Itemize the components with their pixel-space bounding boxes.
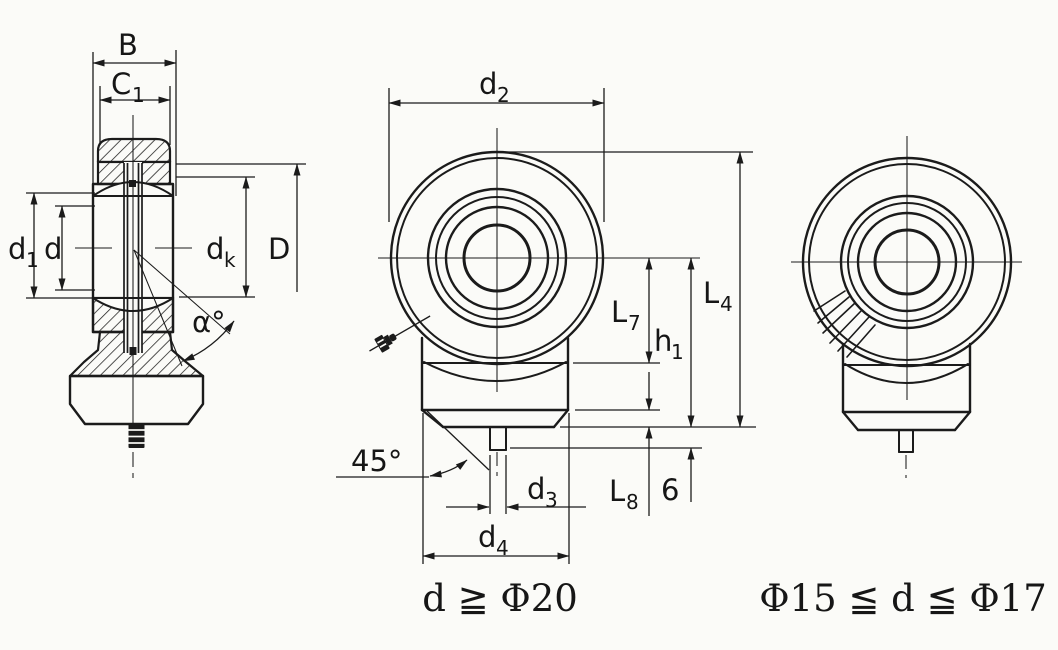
dim-label-dk-sub: k: [224, 248, 236, 272]
dim-label-C1-sub: 1: [132, 83, 145, 107]
section-view: B C 1 d 1 d d k D α°: [8, 28, 306, 478]
dim-label-h1-sub: 1: [671, 340, 684, 364]
bore-lines: [123, 163, 143, 353]
front-view-small: [791, 136, 1022, 478]
dim-label-d: d: [44, 232, 62, 266]
caption-middle-view: d ≧ Φ20: [422, 577, 578, 620]
base-block: [68, 374, 205, 426]
dim-label-L4-base: L: [703, 276, 719, 310]
section-dimensions: [26, 50, 306, 299]
dim-label-L8-sub: 8: [626, 490, 639, 514]
front-small-centerlines: [791, 136, 1022, 478]
caption-right-view: Φ15 ≦ d ≦ Φ17: [759, 577, 1047, 620]
dim-label-L8-base: L: [609, 474, 625, 508]
front-large-dimensions: [336, 88, 756, 564]
dim-label-d1-sub: 1: [26, 248, 39, 272]
body-outline: [420, 336, 570, 451]
dim-label-L7-sub: 7: [628, 311, 641, 335]
dim-label-d3-sub: 3: [545, 488, 558, 512]
dim-label-d4-base: d: [478, 520, 496, 554]
dim-label-alpha: α°: [192, 305, 226, 339]
dim-label-d3-base: d: [527, 472, 545, 506]
dim-label-d1-base: d: [8, 232, 26, 266]
dim-label-d2-base: d: [479, 67, 497, 101]
alpha-angle-annotation: [133, 249, 235, 367]
dim-label-h1-base: h: [654, 324, 672, 358]
dim-label-L4-sub: 4: [720, 292, 733, 316]
dim-label-d4-sub: 4: [496, 536, 509, 560]
front-view-large: d 2 L 7 h 1 L 4 45° d 3 L 8 6 d 4: [336, 67, 756, 564]
dim-label-d2-sub: 2: [497, 83, 510, 107]
dim-label-6: 6: [661, 473, 679, 507]
threaded-stud: [128, 424, 145, 448]
ball-dome-section: [96, 137, 172, 164]
dim-label-dk-base: d: [206, 232, 224, 266]
dim-label-L7-base: L: [611, 295, 627, 329]
grease-nipple: [369, 315, 431, 353]
dim-label-D: D: [268, 232, 290, 266]
dim-label-C1-base: C: [111, 67, 131, 101]
dim-label-B: B: [118, 28, 138, 62]
section-centerlines: [75, 115, 192, 478]
dim-label-45deg: 45°: [351, 444, 402, 478]
body-outline: [841, 342, 972, 453]
